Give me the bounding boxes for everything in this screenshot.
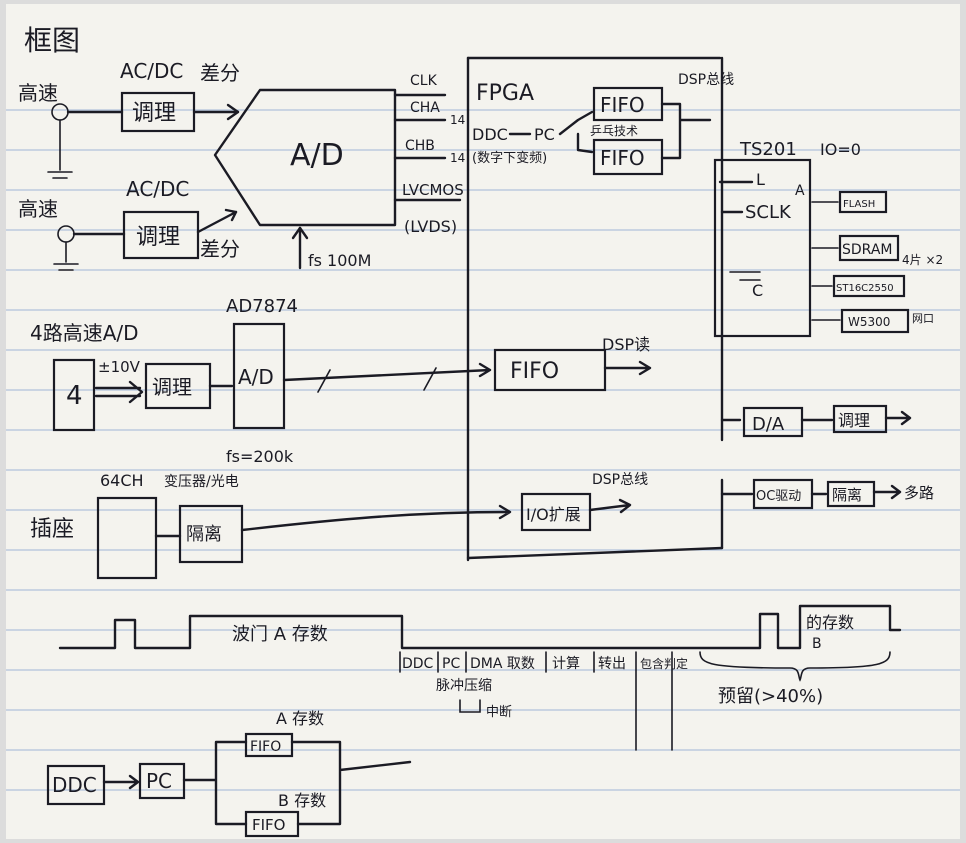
- da-cond-label: 调理: [838, 411, 870, 430]
- timing-reserve: 预留(>40%): [718, 686, 823, 707]
- pingpong-label: 乒乓技术: [590, 124, 638, 138]
- expansion-iso-label: 隔离: [186, 524, 222, 545]
- oc-out-label: 多路: [904, 484, 934, 502]
- flash-block: [838, 190, 888, 214]
- ruled-lines: [6, 109, 960, 791]
- adc-lvcmos-label: LVCMOS: [402, 181, 464, 199]
- adc-block: [213, 88, 397, 227]
- bottom-ddc-block: [46, 764, 106, 806]
- lowspeed-range: ±10V: [98, 358, 141, 376]
- timing-pc: PC: [442, 656, 460, 672]
- dsp-io0-label: IO=0: [820, 140, 861, 159]
- expansion-xfmr: 变压器/光电: [164, 474, 239, 490]
- lowspeed-label: 4路高速A/D: [30, 321, 139, 345]
- w5300-note: 网口: [912, 312, 934, 325]
- oc-label: OC驱动: [756, 489, 801, 504]
- timing-next-b: 的存数: [806, 613, 854, 632]
- lowspeed-chip: AD7874: [226, 296, 298, 317]
- fpga-pc: PC: [534, 125, 555, 144]
- w5300-block: [840, 308, 910, 334]
- adc-clk-label: CLK: [410, 73, 438, 89]
- dsp-read-2-label: DSP读: [602, 335, 650, 354]
- sdram-block: [838, 234, 900, 262]
- expansion-label: 插座: [30, 517, 74, 542]
- fifo-low-block: [493, 348, 607, 392]
- bottom-fifo-a-block: [244, 732, 294, 758]
- page-title: 框图: [24, 24, 80, 57]
- lowspeed-count: 4: [66, 381, 83, 411]
- fifo-1-label: FIFO: [600, 93, 645, 117]
- dsp-bus-3-label: DSP总线: [592, 472, 648, 488]
- diff-2-label: 差分: [200, 237, 240, 261]
- lowspeed-ad-block: [232, 322, 286, 430]
- oc-iso-block: [826, 480, 876, 508]
- timing-calc: 计算: [552, 656, 580, 672]
- dsp-sclk-label: SCLK: [745, 202, 792, 223]
- fpga-ddc-note: (数字下变频): [472, 150, 547, 166]
- uart-block: [832, 274, 906, 298]
- timing-out: 转出: [598, 656, 626, 672]
- bottom-ddc-label: DDC: [52, 773, 97, 797]
- dsp-bus-1-label: DSP总线: [678, 72, 734, 88]
- sdram-label: SDRAM: [842, 242, 892, 258]
- diff-1-label: 差分: [200, 61, 240, 85]
- fpga-ddc: DDC: [472, 125, 508, 144]
- uart-label: ST16C2550: [836, 283, 894, 294]
- timing-dma: DMA 取数: [470, 656, 535, 672]
- lowspeed-cond-label: 调理: [152, 375, 192, 399]
- timing-interrupt: 中断: [486, 705, 512, 720]
- conditioning-1-label: 调理: [132, 101, 176, 126]
- io-expansion-label: I/O扩展: [526, 505, 581, 524]
- acdc-1-label: AC/DC: [120, 59, 183, 83]
- timing-pulse: 脉冲压缩: [436, 678, 492, 694]
- expansion-ch: 64CH: [100, 471, 144, 490]
- dsp-label: TS201: [739, 139, 797, 160]
- adc-fs-label: fs 100M: [308, 251, 371, 270]
- dsp-c-port: C: [752, 281, 763, 300]
- dsp-link-label: L: [756, 170, 765, 189]
- bottom-a-label: A 存数: [276, 709, 324, 728]
- timing-wave-a: 波门 A 存数: [232, 624, 328, 645]
- ch2-label: 高速: [18, 197, 58, 221]
- sdram-note: 4片 ×2: [902, 253, 943, 267]
- adc-chb-label: CHB: [405, 138, 435, 154]
- da-block: [742, 406, 804, 438]
- bottom-fifo-a-label: FIFO: [250, 739, 281, 755]
- io-expansion-block: [520, 492, 592, 532]
- timing-b: B: [812, 636, 822, 652]
- w5300-label: W5300: [848, 315, 890, 329]
- adc-lvds-label: (LVDS): [404, 217, 457, 236]
- bottom-b-label: B 存数: [278, 791, 326, 810]
- lowspeed-ad-label: A/D: [238, 365, 274, 389]
- lowspeed-count-box: [52, 358, 96, 432]
- adc-bits-a: 14: [450, 113, 465, 127]
- conditioning-block-2: [122, 210, 200, 260]
- timing-ddc: DDC: [402, 656, 434, 672]
- dsp-a-port: A: [795, 183, 805, 199]
- timing-check: 包含判定: [640, 656, 688, 671]
- fifo-low-label: FIFO: [510, 359, 559, 384]
- ch1-label: 高速: [18, 81, 58, 105]
- dsp-ts201-block: [713, 158, 812, 338]
- expansion-connector-box: [96, 496, 158, 580]
- conditioning-2-label: 调理: [136, 225, 180, 250]
- da-label: D/A: [752, 414, 785, 435]
- bottom-pc-label: PC: [146, 769, 172, 793]
- expansion-iso-block: [178, 504, 244, 564]
- timing-waveform: [58, 604, 902, 650]
- acdc-2-label: AC/DC: [126, 177, 189, 201]
- adc-label: A/D: [290, 138, 344, 173]
- flash-label: FLASH: [843, 199, 875, 210]
- adc-bits-b: 14: [450, 151, 465, 165]
- bottom-fifo-b-label: FIFO: [252, 816, 286, 834]
- oc-iso-label: 隔离: [832, 486, 862, 504]
- fifo-2-label: FIFO: [600, 146, 645, 170]
- lowspeed-fs: fs=200k: [226, 447, 294, 466]
- adc-cha-label: CHA: [410, 100, 440, 116]
- fpga-label: FPGA: [476, 81, 534, 106]
